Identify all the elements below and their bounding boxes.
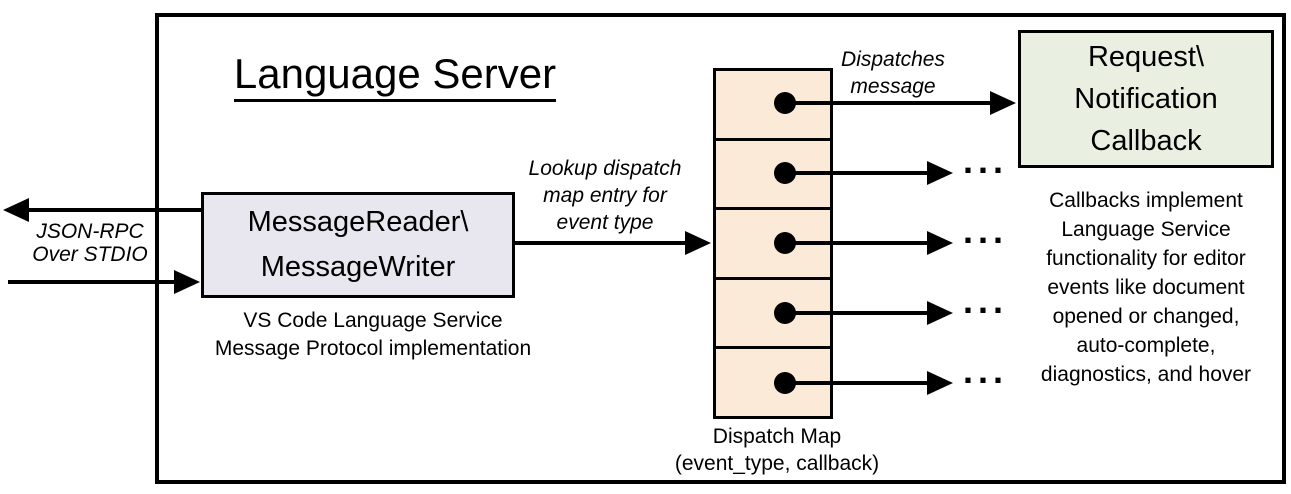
page-title: Language Server [165,50,625,102]
ellipsis-row-3: ... [963,210,1009,251]
ellipsis-row-4: ... [963,280,1009,321]
callbacks-note: Callbacks implement Language Service fun… [1040,189,1252,386]
message-reader-writer-box: MessageReader\ MessageWriter [201,192,515,298]
dispatches-message-label: Dispatches message [841,48,945,98]
dispatch-map-cell-5 [716,346,830,416]
lookup-dispatch-label: Lookup dispatch map entry for event type [528,157,682,234]
dispatch-map-caption: Dispatch Map (event_type, callback) [674,425,880,475]
dispatch-map-cell-2 [716,137,830,208]
ellipsis-row-2: ... [963,140,1009,181]
json-rpc-stdio-label: JSON-RPC Over STDIO [32,220,148,266]
page-title-text: Language Server [233,50,557,102]
ellipsis-row-5: ... [963,350,1009,391]
dispatch-map [713,68,833,419]
dispatch-map-cell-4 [716,276,830,347]
dispatch-map-cell-3 [716,207,830,277]
stdout-arrowhead [3,198,29,222]
request-notification-callback-box: Request\ Notification Callback [1018,30,1274,168]
message-box-caption: VS Code Language Service Message Protoco… [214,309,532,360]
